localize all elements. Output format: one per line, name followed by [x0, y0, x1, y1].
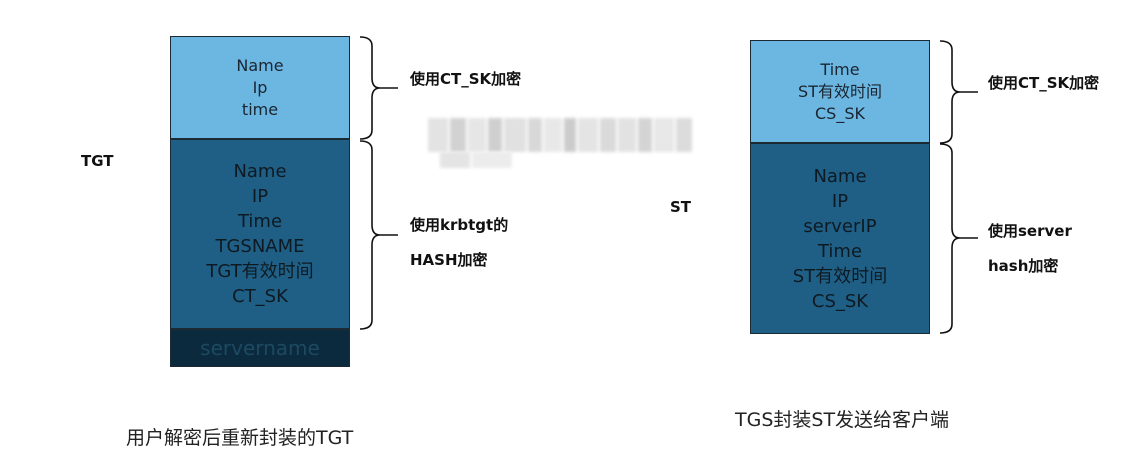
tgt-top-brace	[359, 36, 398, 140]
tgt-caption: 用户解密后重新封装的TGT	[126, 427, 354, 449]
st-bottom-brace	[939, 143, 978, 334]
tgt-top-field: time	[241, 99, 279, 119]
st-top-field: Time	[820, 59, 860, 79]
tgt-bottom-field: servername	[200, 336, 320, 360]
tgt-middle-field: Name	[233, 161, 287, 182]
st-bottom-field: CS_SK	[811, 290, 869, 312]
st-bottom-field: Time	[817, 240, 863, 262]
st-top-encryption-label: 使用CT_SK加密	[988, 74, 1100, 92]
tgt-middle-encryption-label-line1: 使用krbtgt的	[410, 216, 509, 234]
blurred-watermark-lower	[440, 152, 512, 168]
st-bottom-field: serverIP	[803, 215, 877, 237]
st-bottom-field: Name	[813, 165, 867, 187]
tgt-top-field: Name	[236, 55, 284, 75]
st-caption: TGS封装ST发送给客户端	[735, 409, 950, 431]
st-bottom-field: ST有效时间	[792, 265, 888, 287]
st-bottom-box: Name IP serverIP Time ST有效时间 CS_SK	[750, 143, 930, 334]
tgt-side-label: TGT	[81, 152, 114, 170]
tgt-middle-field: TGSNAME	[215, 236, 305, 257]
tgt-middle-field: TGT有效时间	[206, 261, 314, 282]
tgt-middle-box: Name IP Time TGSNAME TGT有效时间 CT_SK	[170, 139, 350, 329]
tgt-top-box: Name Ip time	[170, 36, 350, 139]
tgt-middle-field: CT_SK	[232, 286, 288, 307]
st-bottom-encryption-label-line1: 使用server	[988, 222, 1072, 240]
st-side-label: ST	[670, 198, 692, 216]
blurred-watermark	[428, 118, 692, 152]
tgt-bottom-box: servername	[170, 329, 350, 367]
tgt-top-field: Ip	[252, 77, 268, 97]
tgt-middle-field: IP	[251, 186, 269, 207]
st-top-box: Time ST有效时间 CS_SK	[750, 40, 930, 143]
st-top-field: ST有效时间	[798, 81, 882, 101]
tgt-middle-field: Time	[237, 211, 283, 232]
tgt-middle-brace	[359, 140, 398, 330]
st-bottom-field: IP	[831, 190, 849, 212]
st-bottom-encryption-label-line2: hash加密	[988, 257, 1059, 275]
tgt-top-encryption-label: 使用CT_SK加密	[410, 70, 522, 88]
st-top-field: CS_SK	[815, 103, 865, 123]
tgt-middle-encryption-label-line2: HASH加密	[410, 251, 488, 269]
st-top-brace	[939, 40, 978, 144]
